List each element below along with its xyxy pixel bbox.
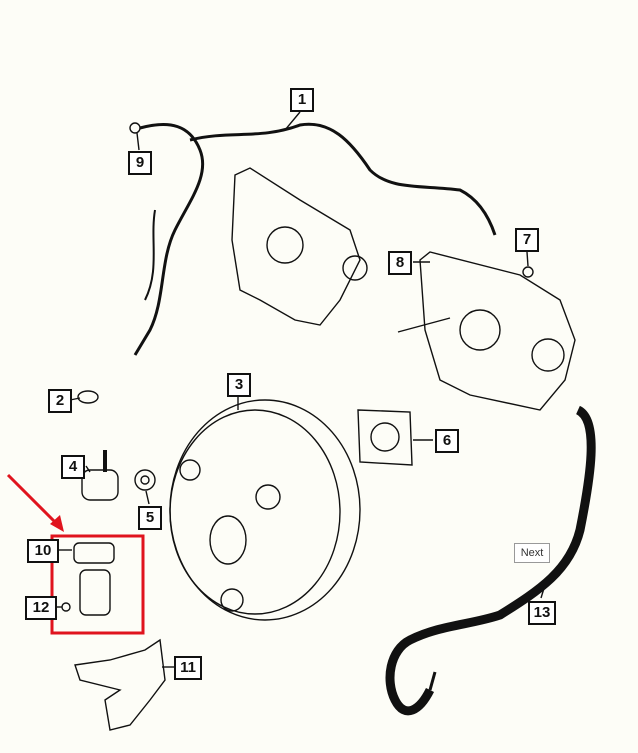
check-valve: [81, 469, 119, 501]
plate-bracket: [419, 251, 576, 411]
callout-7: 7: [515, 228, 539, 252]
callout-2: 2: [48, 389, 72, 413]
callout-4: 4: [61, 455, 85, 479]
callout-8: 8: [388, 251, 412, 275]
callout-11: 11: [174, 656, 202, 680]
vacuum-pump: [73, 542, 115, 564]
mounting-bracket: [231, 167, 361, 326]
brake-booster: [169, 399, 361, 621]
callout-6: 6: [435, 429, 459, 453]
highlight-box: [50, 534, 145, 635]
gasket: [357, 409, 413, 466]
callout-5: 5: [138, 506, 162, 530]
callout-1: 1: [290, 88, 314, 112]
pump-bracket: [74, 638, 166, 731]
callout-12: 12: [25, 596, 57, 620]
highlight-arrow: [6, 473, 60, 527]
wire-harness: [133, 123, 205, 356]
callout-9: 9: [128, 151, 152, 175]
next-button[interactable]: Next: [514, 543, 550, 563]
callout-3: 3: [227, 373, 251, 397]
vacuum-hose: [385, 405, 596, 716]
callout-13: 13: [528, 601, 556, 625]
callout-10: 10: [27, 539, 59, 563]
